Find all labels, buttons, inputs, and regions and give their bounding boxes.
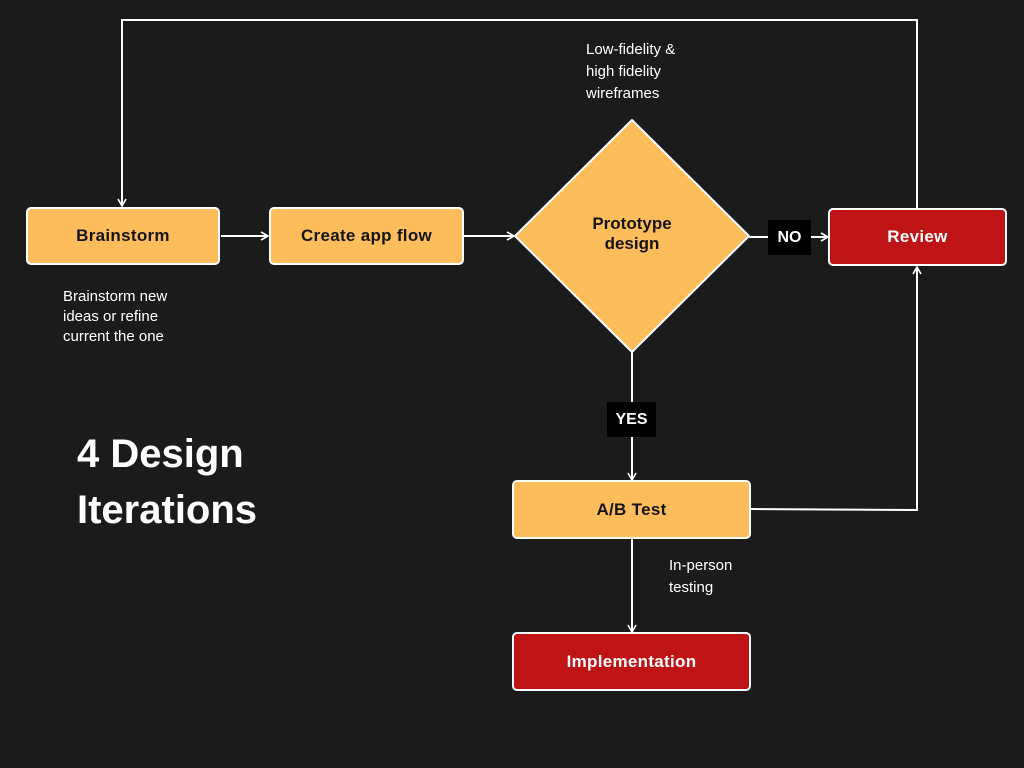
review-node[interactable]: Review [828, 208, 1007, 266]
arrow-review-to-brainstorm-loop [117, 19, 918, 208]
brainstorm-node[interactable]: Brainstorm [26, 207, 220, 265]
arrow-ab-test-to-review [750, 265, 922, 512]
implementation-label: Implementation [566, 651, 697, 671]
create-app-flow-node[interactable]: Create app flow [269, 207, 464, 265]
review-label: Review [887, 227, 948, 246]
ab-test-label: A/B Test [596, 499, 667, 519]
prototype-design-label: Prototype design [592, 214, 672, 253]
ab-test-note: In-person testing [669, 557, 733, 596]
no-branch-label: NO [768, 220, 811, 255]
create-app-flow-label: Create app flow [300, 226, 433, 245]
yes-branch-label: YES [607, 402, 656, 437]
page-title: 4 Design Iterations [77, 432, 258, 532]
brainstorm-note: Brainstorm new ideas or refine current t… [63, 288, 168, 345]
prototype-note: Low-fidelity & high fidelity wireframes [586, 41, 676, 102]
ab-test-node[interactable]: A/B Test [512, 480, 751, 539]
implementation-node[interactable]: Implementation [512, 632, 751, 691]
prototype-design-diamond[interactable] [514, 119, 750, 353]
brainstorm-label: Brainstorm [76, 226, 170, 245]
